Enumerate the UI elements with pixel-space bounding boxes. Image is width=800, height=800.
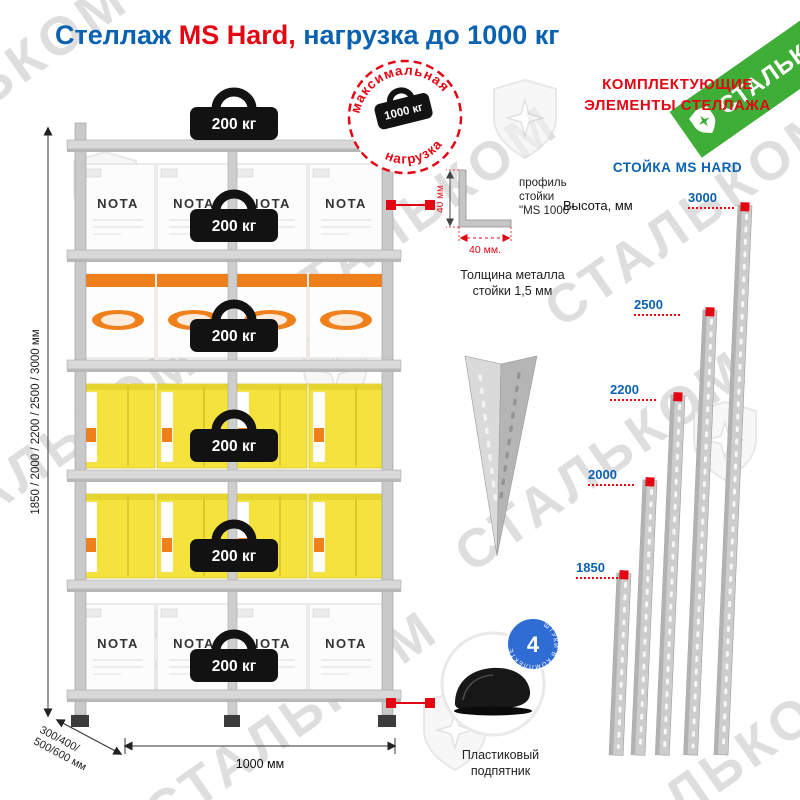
title-part1: Стеллаж: [55, 20, 179, 50]
svg-text:1850 / 2000 / 2200 / 2500 / 30: 1850 / 2000 / 2200 / 2500 / 3000 мм: [30, 329, 42, 514]
svg-text:40 мм.: 40 мм.: [469, 244, 501, 256]
thickness-note: Толщина металла стойки 1,5 мм: [460, 268, 565, 298]
svg-text:NOTA: NOTA: [249, 196, 291, 211]
svg-text:4: 4: [527, 632, 540, 657]
depth-dimension: 300/400/ 500/600 мм: [31, 719, 123, 773]
rack-feet: [71, 715, 396, 727]
weight-200-icon: 200 кг: [190, 92, 278, 140]
svg-text:NOTA: NOTA: [97, 196, 139, 211]
weight-200-icon: 200 кг: [190, 634, 278, 682]
boxes-row-nota-2: NOTA NOTA NOTA NOTA: [80, 603, 384, 691]
components-heading: КОМПЛЕКТУЮЩИЕ ЭЛЕМЕНТЫ СТЕЛЛАЖА: [584, 76, 771, 114]
post-section-title: СТОЙКА MS HARD: [612, 160, 743, 175]
svg-text:40 мм: 40 мм: [437, 185, 446, 213]
svg-text:"MS 1000": "MS 1000": [519, 205, 573, 217]
svg-text:1000 мм: 1000 мм: [236, 757, 284, 771]
height-units-label: Высота, мм: [563, 198, 633, 213]
page-title: Стеллаж MS Hard, нагрузка до 1000 кг: [55, 20, 560, 51]
post-3000: [713, 202, 753, 756]
weight-200-icon: 200 кг: [190, 414, 278, 462]
svg-text:профиль: профиль: [519, 177, 567, 189]
svg-text:NOTA: NOTA: [97, 636, 139, 651]
plastic-foot-label: Пластиковый подпятник: [461, 748, 540, 778]
svg-text:200 кг: 200 кг: [212, 116, 257, 133]
svg-text:200 кг: 200 кг: [212, 658, 257, 675]
svg-text:200 кг: 200 кг: [212, 218, 257, 235]
plastic-foot-photo: ШТУКИ В КОМПЛЕКТЕ 4: [440, 617, 560, 737]
svg-text:стойки: стойки: [519, 191, 554, 203]
svg-text:200 кг: 200 кг: [212, 548, 257, 565]
boxes-row-nota-1: NOTA NOTA NOTA NOTA: [80, 163, 384, 251]
post-label-3000: 3000: [688, 190, 734, 209]
width-dimension: 1000 мм: [123, 738, 397, 771]
post-2000: [630, 477, 658, 756]
rack-illustration: 1850 / 2000 / 2200 / 2500 / 3000 мм NOTA…: [30, 68, 435, 773]
svg-text:NOTA: NOTA: [325, 636, 367, 651]
brand-shield-icon: [689, 106, 716, 133]
post-1850: [608, 570, 632, 756]
corner-post-photo: [464, 355, 538, 557]
post-label-2000: 2000: [588, 467, 634, 486]
weight-200-icon: 200 кг: [190, 304, 278, 352]
max-load-badge: максимальная нагрузка 1000 кг: [331, 43, 479, 191]
svg-text:200 кг: 200 кг: [212, 328, 257, 345]
post-label-2500: 2500: [634, 297, 680, 316]
post-2500: [683, 307, 718, 756]
post-label-1850: 1850: [576, 560, 622, 579]
svg-text:NOTA: NOTA: [249, 636, 291, 651]
svg-text:NOTA: NOTA: [325, 196, 367, 211]
post-label-2200: 2200: [610, 382, 656, 401]
brand-banner: СТАЛЬКОМ: [669, 0, 800, 158]
kit-count-badge: ШТУКИ В КОМПЛЕКТЕ 4: [506, 617, 560, 671]
post-2200: [654, 392, 686, 756]
svg-text:200 кг: 200 кг: [212, 438, 257, 455]
svg-text:NOTA: NOTA: [173, 196, 215, 211]
weight-200-icon: 200 кг: [190, 524, 278, 572]
post-profile-diagram: 40 мм 40 мм. профиль стойки "MS 1000": [437, 169, 573, 256]
title-part3: нагрузка до 1000 кг: [295, 20, 560, 50]
weight-200-icon: 200 кг: [190, 194, 278, 242]
rack-shelves: [66, 139, 402, 702]
title-part2: MS Hard,: [178, 20, 296, 50]
height-dimension: 1850 / 2000 / 2200 / 2500 / 3000 мм: [30, 126, 53, 718]
svg-text:NOTA: NOTA: [173, 636, 215, 651]
posts-lineup: [608, 202, 753, 756]
post-connector-top: [386, 200, 435, 210]
post-connector-bottom: [386, 698, 435, 708]
